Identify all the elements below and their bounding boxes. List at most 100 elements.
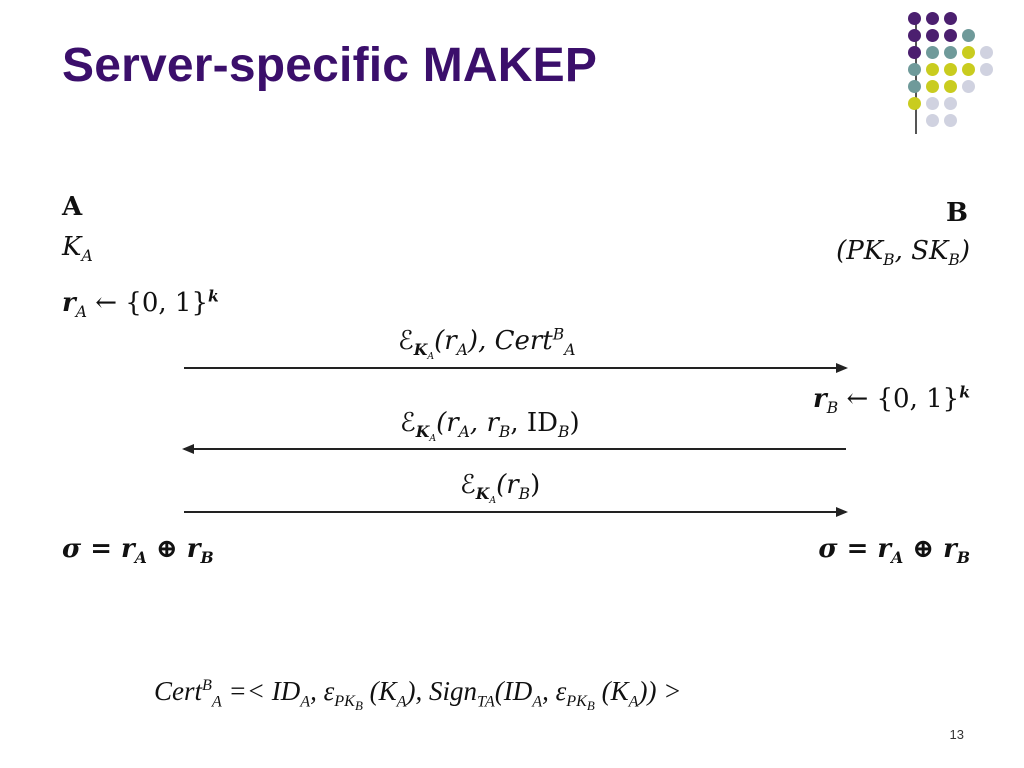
party-b-keys-mid: , SK — [894, 236, 949, 266]
decorative-dot — [908, 80, 921, 93]
party-b-nonce-sub: B — [826, 399, 839, 418]
session-key-a: σ = rA ⊕ rB — [62, 534, 214, 568]
decorative-dot — [962, 29, 975, 42]
party-a-key-symbol: K — [62, 232, 82, 262]
decorative-dot — [926, 80, 939, 93]
party-a-name: A — [62, 192, 83, 222]
party-b-keys-sub2: B — [948, 251, 960, 270]
message-3-key: K — [475, 484, 490, 504]
decorative-dot — [944, 97, 957, 110]
cert-lhs: Cert — [154, 676, 203, 706]
party-a-key: KA — [62, 232, 93, 266]
decorative-dot — [926, 97, 939, 110]
cert-k-sub2: A — [628, 692, 639, 711]
message-2-key: K — [415, 422, 430, 442]
party-b-keys-end: ) — [959, 236, 970, 266]
decorative-dot — [908, 97, 921, 110]
decorative-dot — [944, 114, 957, 127]
message-3-arrow — [184, 507, 848, 517]
cert-paren3: (K — [594, 676, 629, 706]
session-key-b-sub2: B — [956, 548, 970, 568]
message-2-label: ℰKA(rA, rB, IDB) — [400, 408, 580, 443]
message-3-key-sub: A — [489, 495, 497, 507]
party-b-name: B — [946, 198, 968, 228]
cert-paren1: (K — [362, 676, 397, 706]
cert-pk: PK — [334, 692, 355, 711]
decorative-dot — [944, 63, 957, 76]
message-1-enc: ℰ — [398, 326, 414, 356]
page-number: 13 — [949, 727, 964, 742]
party-b-nonce-expr: ← {0, 1} — [846, 384, 960, 414]
decorative-dot — [944, 29, 957, 42]
decorative-dot — [980, 46, 993, 59]
session-key-a-sub2: B — [200, 548, 214, 568]
decorative-dot — [926, 46, 939, 59]
party-b-keys-a: (PK — [836, 236, 884, 266]
message-3-arg-sub: B — [518, 485, 531, 504]
session-key-b-sub1: A — [891, 548, 904, 568]
message-3-args: (r — [496, 470, 519, 500]
party-a-nonce-sub: A — [75, 303, 87, 322]
decorative-vertical-line — [915, 18, 917, 134]
session-key-a-sub1: A — [134, 548, 147, 568]
message-1-key-sub: A — [427, 351, 435, 363]
party-a-key-sub: A — [81, 247, 93, 266]
cert-eps: , ε — [310, 676, 335, 706]
party-b-nonce-var: r — [813, 384, 827, 414]
decorative-dot — [908, 63, 921, 76]
session-key-b-op: ⊕ r — [903, 534, 957, 564]
decorative-dot — [944, 12, 957, 25]
cert-eq: =< ID — [221, 676, 301, 706]
cert-lhs-sup: B — [202, 676, 212, 694]
session-key-a-op: ⊕ r — [146, 534, 201, 564]
decorative-dot — [908, 29, 921, 42]
cert-sub-a: A — [300, 692, 311, 711]
decorative-dot — [962, 63, 975, 76]
message-2-rest-sub2: B — [498, 423, 511, 442]
message-1-args: (r — [434, 326, 457, 356]
cert-lhs-sub: A — [211, 692, 222, 711]
cert-sign-sub: TA — [477, 692, 495, 711]
message-1-arrow — [184, 363, 848, 373]
cert-end: )) > — [638, 676, 682, 706]
decorative-dot — [980, 63, 993, 76]
cert-k-sub: A — [396, 692, 407, 711]
message-2-arrow — [182, 444, 846, 454]
message-2-rest3: ) — [569, 408, 580, 438]
message-1-arg-sub: A — [456, 341, 468, 360]
decorative-dot — [908, 12, 921, 25]
cert-pk-sub2: B — [586, 698, 595, 714]
message-2-enc: ℰ — [400, 408, 416, 438]
decorative-dot — [944, 80, 957, 93]
message-2-arg-sub: A — [458, 423, 470, 442]
message-1-label: ℰKA(rA), CertBA — [398, 325, 576, 361]
party-b-nonce: rB ← {0, 1}k — [813, 382, 970, 418]
decorative-dot — [926, 114, 939, 127]
message-1-rest-sup: B — [552, 325, 565, 344]
slide-title: Server-specific MAKEP — [62, 39, 598, 92]
decorative-dot — [962, 46, 975, 59]
message-2-rest2: , ID — [510, 408, 559, 438]
decorative-dot — [926, 63, 939, 76]
session-key-a-lhs: σ = r — [62, 534, 135, 564]
decorative-dot — [926, 12, 939, 25]
message-1-rest: ), Cert — [467, 326, 553, 356]
party-b-keys-sub1: B — [883, 251, 895, 270]
certificate-formula: CertBA =< IDA, εPKB (KA), SignTA(IDA, εP… — [154, 676, 682, 713]
cert-pk-sub: B — [354, 698, 363, 714]
cert-pk2: PK — [566, 692, 587, 711]
message-1-rest-sub: A — [564, 341, 576, 360]
party-a-nonce-expr: ← {0, 1} — [95, 288, 208, 318]
party-a-nonce-exp: k — [207, 286, 219, 306]
cert-sub-a2: A — [532, 692, 543, 711]
party-b-nonce-exp: k — [959, 382, 970, 402]
message-3-label: ℰKA(rB) — [460, 470, 540, 505]
cert-eps2: , ε — [542, 676, 567, 706]
message-2-rest: , r — [469, 408, 499, 438]
message-2-args: (r — [436, 408, 459, 438]
cert-sign: ), Sign — [406, 676, 478, 706]
session-key-b-lhs: σ = r — [818, 534, 892, 564]
message-2-rest-sub3: B — [558, 423, 570, 442]
decorative-dot — [908, 46, 921, 59]
message-2-key-sub: A — [429, 433, 437, 445]
